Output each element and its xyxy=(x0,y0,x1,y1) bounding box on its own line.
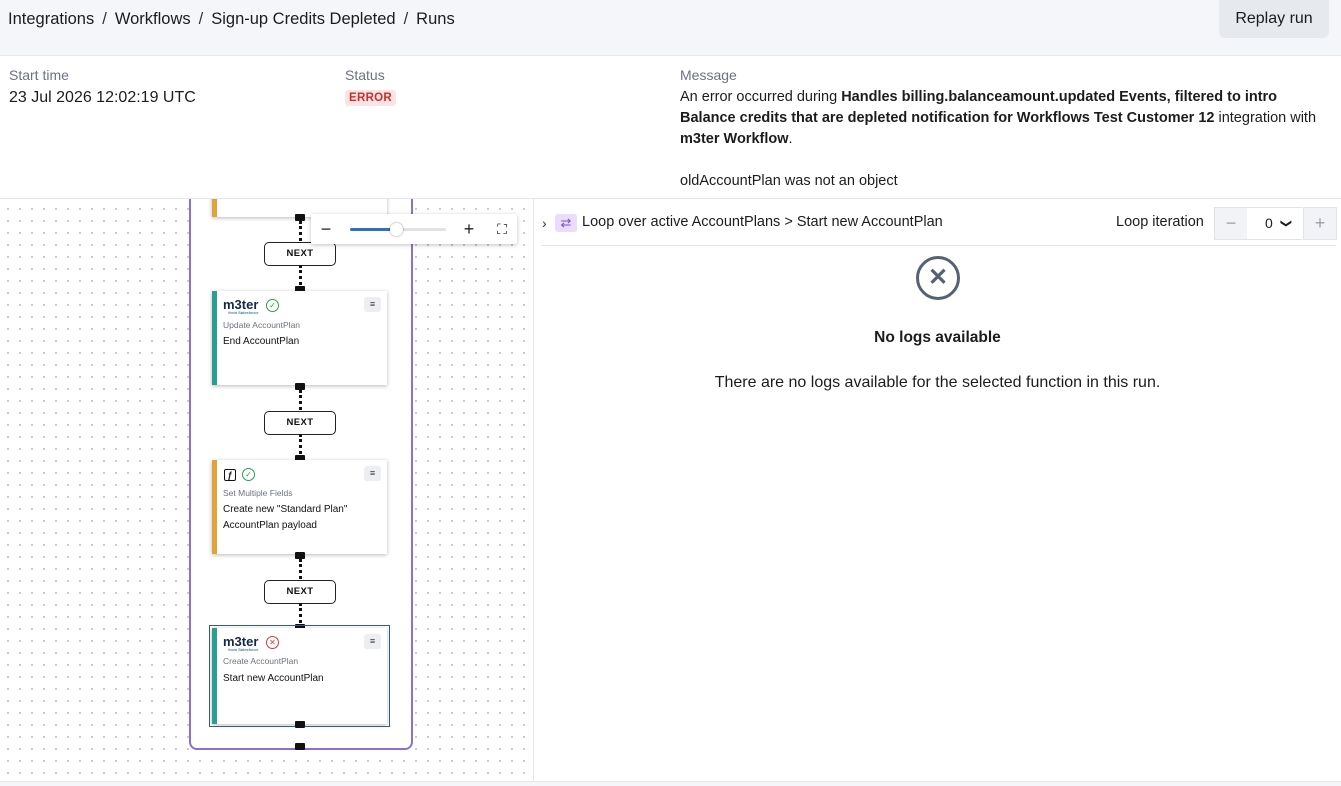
node-accent-bar xyxy=(212,199,217,217)
node-menu-icon[interactable]: ≡ xyxy=(364,466,381,481)
connector-line xyxy=(299,434,302,454)
message-integration-name: m3ter Workflow xyxy=(680,131,789,147)
function-path: Loop over active AccountPlans > Start ne… xyxy=(582,214,943,230)
empty-state-description: There are no logs available for the sele… xyxy=(714,374,1161,391)
breadcrumb-workflow-name[interactable]: Sign-up Credits Depleted xyxy=(211,10,396,28)
success-check-icon: ✓ xyxy=(266,299,279,312)
connector-port xyxy=(295,214,305,221)
node-type: Update AccountPlan xyxy=(223,320,301,330)
iteration-value: 0 xyxy=(1265,215,1273,231)
zoom-control: − + ⛶ xyxy=(311,214,517,244)
iteration-select[interactable]: 0 ❯ xyxy=(1247,207,1302,240)
connector-port xyxy=(295,286,305,293)
breadcrumb: Integrations / Workflows / Sign-up Credits D… xyxy=(8,10,455,29)
breadcrumb-workflows[interactable]: Workflows xyxy=(114,10,191,28)
status-badge: ERROR xyxy=(345,90,397,106)
footer-divider xyxy=(0,781,1341,786)
circle-x-icon: ✕ xyxy=(916,256,960,300)
node-label: Start new AccountPlan xyxy=(223,673,324,684)
iteration-increment-button[interactable]: + xyxy=(1303,207,1337,240)
workflow-node-previous[interactable] xyxy=(212,199,387,217)
expand-chevron-icon[interactable]: › xyxy=(542,215,547,231)
chevron-down-icon: ❯ xyxy=(1280,218,1293,229)
zoom-out-button[interactable]: − xyxy=(320,219,332,239)
node-type: Create AccountPlan xyxy=(223,656,299,666)
zoom-slider-thumb[interactable] xyxy=(390,223,404,236)
replay-run-button[interactable]: Replay run xyxy=(1219,0,1329,38)
connector-line xyxy=(299,265,302,285)
top-header: Integrations / Workflows / Sign-up Credits D… xyxy=(0,0,1341,56)
message-text: integration with xyxy=(1214,110,1317,126)
error-x-icon: ✕ xyxy=(266,636,279,649)
connector-port xyxy=(295,624,305,631)
node-label: End AccountPlan xyxy=(223,336,300,347)
connector-port xyxy=(295,383,305,390)
next-connector[interactable]: NEXT xyxy=(264,242,336,266)
start-time-label: Start time xyxy=(9,67,69,83)
success-check-icon: ✓ xyxy=(242,468,255,481)
iteration-decrement-button[interactable]: − xyxy=(1214,207,1248,240)
node-menu-icon[interactable]: ≡ xyxy=(364,297,381,312)
connector-port xyxy=(295,721,305,728)
zoom-slider[interactable] xyxy=(350,223,446,236)
connector-line xyxy=(299,559,302,579)
zoom-slider-fill xyxy=(350,228,397,231)
zoom-in-button[interactable]: + xyxy=(463,219,475,239)
function-icon: ƒ xyxy=(224,469,236,481)
connector-port xyxy=(295,743,305,750)
error-message: An error occurred during Handles billing… xyxy=(680,87,1330,192)
node-accent-bar xyxy=(212,460,217,554)
start-time-value: 23 Jul 2026 12:02:19 UTC xyxy=(9,89,196,106)
message-label: Message xyxy=(680,67,737,83)
next-connector[interactable]: NEXT xyxy=(264,580,336,604)
breadcrumb-separator: / xyxy=(102,10,107,28)
node-accent-bar xyxy=(212,628,217,724)
fullscreen-icon[interactable]: ⛶ xyxy=(497,221,507,237)
empty-state-title: No logs available xyxy=(874,329,1001,346)
breadcrumb-runs: Runs xyxy=(416,10,455,28)
node-type: Set Multiple Fields xyxy=(223,488,293,498)
breadcrumb-separator: / xyxy=(198,10,204,28)
breadcrumb-integrations[interactable]: Integrations xyxy=(8,10,95,28)
message-text: . xyxy=(788,131,793,147)
status-label: Status xyxy=(345,67,385,83)
connector-port xyxy=(295,552,305,559)
loop-iteration-label: Loop iteration xyxy=(1116,214,1204,230)
workflow-node-set-multiple-fields[interactable]: ƒ ✓ ≡ Set Multiple Fields Create new "St… xyxy=(212,460,387,554)
breadcrumb-separator: / xyxy=(403,10,409,28)
connector-line xyxy=(299,221,302,241)
log-panel: › ⇄ Loop over active AccountPlans > Star… xyxy=(534,199,1341,781)
connector-line xyxy=(299,390,302,410)
log-panel-header: › ⇄ Loop over active AccountPlans > Star… xyxy=(541,207,1337,246)
connector-port xyxy=(295,455,305,462)
next-connector[interactable]: NEXT xyxy=(264,411,336,435)
message-detail: oldAccountPlan was not an object xyxy=(680,173,898,189)
message-event-name: Handles billing.balanceamount.updated Ev… xyxy=(680,89,1278,126)
node-menu-icon[interactable]: ≡ xyxy=(364,634,381,649)
run-details: Start time 23 Jul 2026 12:02:19 UTC Stat… xyxy=(0,56,1341,199)
connector-line xyxy=(299,603,302,623)
loop-icon: ⇄ xyxy=(555,214,577,232)
message-text: An error occurred during xyxy=(680,89,842,105)
node-label: Create new "Standard Plan" AccountPlan p… xyxy=(223,504,348,531)
node-accent-bar xyxy=(212,291,217,385)
